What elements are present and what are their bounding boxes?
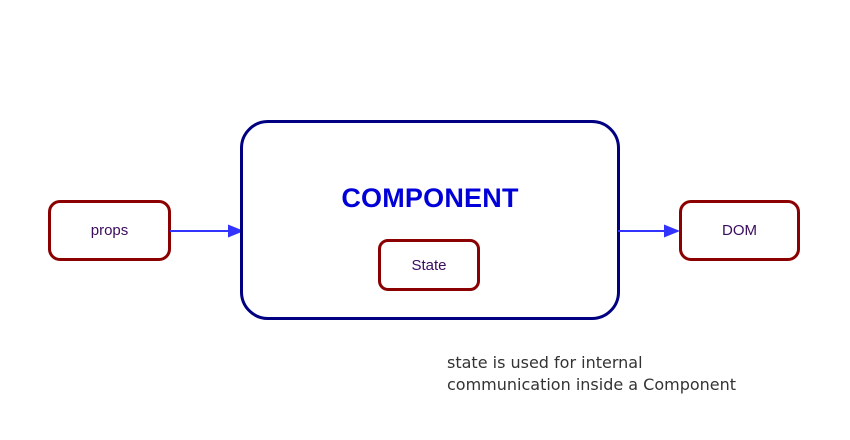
node-props-label: props — [90, 222, 129, 239]
node-state-label: State — [411, 256, 447, 274]
arrow-component-to-dom-icon — [618, 224, 680, 238]
node-dom-label: DOM — [722, 222, 757, 239]
node-state[interactable]: State — [378, 239, 480, 291]
node-component-label: COMPONENT — [341, 183, 519, 213]
node-props[interactable]: props — [48, 200, 171, 261]
arrow-props-to-component-icon — [170, 224, 244, 238]
node-dom[interactable]: DOM — [679, 200, 800, 261]
diagram-caption: state is used for internal communication… — [447, 353, 737, 394]
